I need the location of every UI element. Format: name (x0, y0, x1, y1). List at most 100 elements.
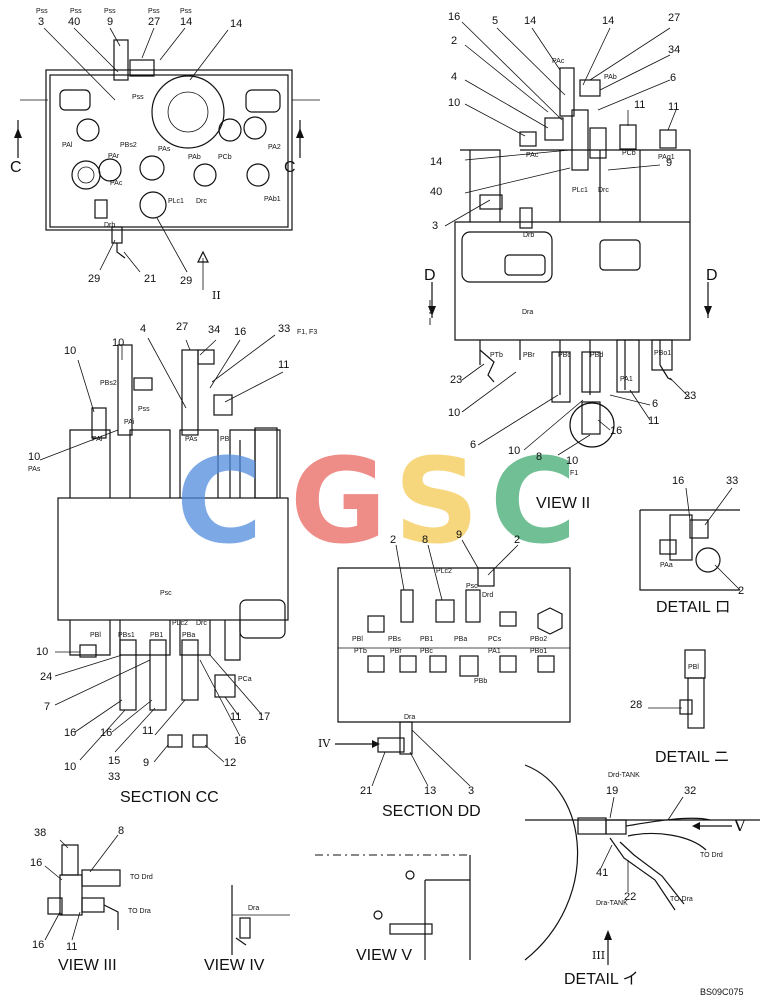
cc-callout-16b: 16 (100, 727, 113, 739)
cc-callout-12: 12 (224, 757, 237, 769)
port-drc: Drc (196, 198, 207, 205)
view-ii-callout-40: 40 (430, 186, 443, 198)
cc-callout-27: 27 (176, 321, 189, 333)
cc-callout-15: 15 (108, 755, 121, 767)
top-label-pre-1: Pss (36, 8, 48, 15)
view-ii-title: VIEW II (536, 495, 591, 512)
view-ii-callout-6: 6 (670, 72, 677, 84)
cc-callout-10a: 10 (64, 345, 77, 357)
detail-ro-callout-33: 33 (726, 475, 739, 487)
port-pa2: PA2 (268, 144, 281, 151)
cc-callout-10e: 10 (64, 761, 77, 773)
cc-callout-10d: 10 (36, 646, 49, 658)
view-iii-arrow-label: III (592, 949, 606, 962)
callout-21: 21 (144, 273, 157, 285)
view-ii-callout-10c: 10 (566, 455, 579, 467)
view-iii-title: VIEW III (58, 957, 117, 974)
port-pas: PAs (158, 146, 171, 153)
view-ii-port-pbd: PBd (590, 352, 604, 359)
view-iv-arrow-label: IV (318, 737, 331, 750)
view-ii-arrow-label: II (212, 289, 221, 302)
cc-callout-17: 17 (258, 711, 271, 723)
detail-ro (639, 487, 741, 591)
cc-port-psc: Psc (160, 590, 172, 597)
callout-29: 29 (88, 273, 101, 285)
view-ii-port-pbc: PBc (558, 352, 571, 359)
cc-callout-16: 16 (234, 326, 247, 338)
top-label-num-3: 9 (107, 16, 114, 28)
dd-callout-2a: 2 (390, 534, 397, 546)
port-pbs2: PBs2 (120, 142, 137, 149)
cc-callout-9: 9 (143, 757, 150, 769)
section-cc-body (57, 344, 289, 748)
view-ii-callout-14: 14 (430, 156, 443, 168)
dd-port-dra: Dra (404, 714, 416, 721)
top-label-pre-2: Pss (70, 8, 82, 15)
view-ii-callout-11b: 11 (668, 101, 680, 113)
view-ii-port-pcb: PCb (622, 150, 636, 157)
cc-callout-pas: PAs (28, 466, 41, 473)
view-iv (231, 885, 290, 955)
dd-port-pba: PBa (454, 636, 468, 643)
view-ii-callout-23a: 23 (450, 374, 463, 386)
detail-ro-title: DETAIL ロ (656, 599, 731, 616)
callout-29b: 29 (180, 275, 193, 287)
dd-port-drd: Drd (482, 592, 494, 599)
cc-port-pbl: PBl (90, 632, 101, 639)
view-ii-port-dra: Dra (522, 309, 534, 316)
detail-i-title: DETAIL イ (564, 971, 639, 988)
view-iii-callout-16a: 16 (30, 857, 43, 869)
view-ii-callout-6a: 6 (470, 439, 477, 451)
port-pab1: PAb1 (264, 196, 281, 203)
cc-callout-16a: 16 (64, 727, 77, 739)
cc-port-pas: PAs (185, 436, 198, 443)
dd-port-pbb: PBb (474, 678, 488, 685)
top-label-num-5: 14 (180, 16, 193, 28)
cc-callout-10c: 10 (28, 451, 41, 463)
cc-callout-11: 11 (278, 359, 290, 371)
view-ii-callout-34: 34 (668, 44, 681, 56)
view-v (315, 854, 471, 960)
view-ii-port-pag1: PAg1 (658, 154, 675, 161)
cc-port-pbs1: PBs1 (118, 632, 135, 639)
view-ii-callout-11c: 11 (648, 415, 660, 427)
port-plc1: PLc1 (168, 198, 184, 205)
section-dd-body (335, 539, 571, 787)
section-cc-leaders (39, 334, 284, 763)
view-ii-body (428, 67, 712, 448)
view-ii-callout-14b: 14 (602, 15, 615, 27)
dd-callout-9: 9 (456, 529, 463, 541)
cc-port-pb1: PB1 (150, 632, 164, 639)
view-iii (44, 834, 121, 941)
top-label-pre-3: Pss (104, 8, 116, 15)
detail-i (524, 764, 760, 965)
view-ii-callout-9: 9 (666, 157, 673, 169)
detail-i-note-drd-tank: Drd-TANK (608, 772, 640, 779)
dd-port-pbo2: PBo2 (530, 636, 548, 643)
detail-i-note-to-drd: TO Drd (700, 852, 723, 859)
view-ii-port-drc: Drc (598, 187, 609, 194)
view-iii-callout-11: 11 (66, 941, 78, 953)
detail-i-note-dra-tank: Dra-TANK (596, 900, 628, 907)
section-dd-title: SECTION DD (382, 803, 481, 820)
section-marker-d-right: D (706, 267, 718, 284)
cc-callout-24: 24 (40, 671, 53, 683)
view-iii-callout-38: 38 (34, 827, 47, 839)
cc-callout-33b: 33 (108, 771, 121, 783)
cc-callout-34: 34 (208, 324, 221, 336)
view-ii-callout-4: 4 (451, 71, 458, 83)
view-ii-callout-11a: 11 (634, 99, 646, 111)
port-pcb: PCb (218, 154, 232, 161)
view-ii-callout-8: 8 (536, 451, 543, 463)
view-ii-callout-23b: 23 (684, 390, 697, 402)
detail-i-callout-19: 19 (606, 785, 619, 797)
dd-port-pb1: PB1 (420, 636, 434, 643)
watermark-letter-c1: C (176, 432, 263, 570)
view-ii-port-pac: PAc (552, 58, 565, 65)
view-v-title: VIEW V (356, 947, 413, 964)
detail-ni-callout-28: 28 (630, 699, 643, 711)
view-ii-callout-14a: 14 (524, 15, 537, 27)
dd-port-pbc: PBc (420, 648, 433, 655)
detail-ro-callout-16: 16 (672, 475, 685, 487)
